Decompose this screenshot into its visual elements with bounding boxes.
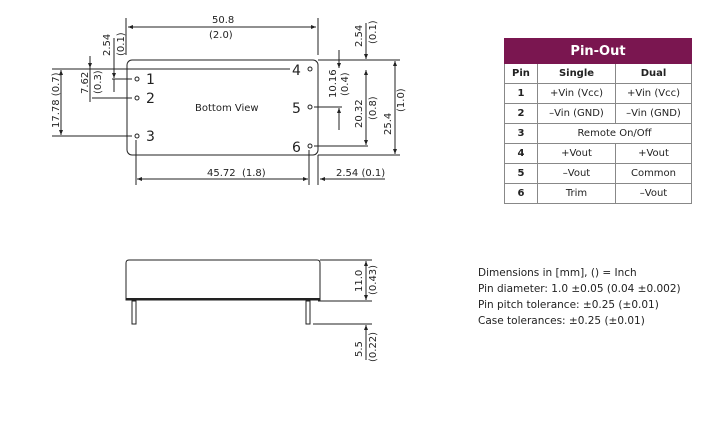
note-units: Dimensions in [mm], () = Inch — [478, 267, 637, 279]
pin-number: 5 — [504, 163, 538, 184]
pin-number: 6 — [504, 183, 538, 204]
pin-label-3: 3 — [146, 129, 155, 145]
pinout-table: Pin-Out Pin Single Dual 1+Vin (Vcc)+Vin … — [504, 38, 692, 204]
dim-pin-offset-left-in: (0.1) — [116, 32, 127, 56]
header-dual: Dual — [615, 63, 692, 84]
pin-3 — [134, 133, 140, 139]
note-pin-diameter: Pin diameter: 1.0 ±0.05 (0.04 ±0.002) — [478, 283, 681, 295]
dim-width-in: (1.0) — [396, 88, 407, 112]
dim-height-in: (0.43) — [368, 265, 379, 295]
dim-span-right-in: (0.8) — [368, 96, 379, 120]
header-single: Single — [537, 63, 616, 84]
dim-pin-offset-top-in: (0.1) — [368, 20, 379, 44]
pin-label-1: 1 — [146, 72, 155, 88]
pin-number: 2 — [504, 103, 538, 124]
pin-label-2: 2 — [146, 91, 155, 107]
table-row: 2–Vin (GND)–Vin (GND) — [504, 103, 692, 124]
dim-pin-offset-top: 2.54 — [354, 25, 365, 47]
note-case-tolerance: Case tolerances: ±0.25 (±0.01) — [478, 315, 645, 327]
pin-label-6: 6 — [292, 140, 301, 156]
dim-span-left: 17.78 (0.7) — [51, 72, 62, 128]
pin-number: 1 — [504, 83, 538, 104]
single-cell: –Vout — [537, 163, 616, 184]
dimension-notes: Dimensions in [mm], () = Inch Pin diamet… — [478, 265, 681, 329]
dim-pin-offset-left: 2.54 — [102, 34, 113, 56]
pin-1 — [134, 76, 140, 82]
dim-pin-length-in: (0.22) — [368, 332, 379, 362]
dim-length: 50.8 — [212, 15, 234, 26]
dim-pitch-4-5: 10.16 — [328, 69, 339, 98]
dim-pin-row-spacing: 45.72 (1.8) — [207, 168, 266, 179]
pin-6 — [307, 143, 313, 149]
dual-cell: +Vin (Vcc) — [615, 83, 692, 104]
dim-height: 11.0 — [354, 270, 365, 292]
pin-number: 3 — [504, 123, 538, 144]
pin-2 — [134, 95, 140, 101]
dim-span-right: 20.32 — [354, 99, 365, 128]
dim-length-in: (2.0) — [209, 30, 233, 41]
table-row: 4+Vout+Vout — [504, 143, 692, 164]
dual-cell: +Vout — [615, 143, 692, 164]
single-cell: Trim — [537, 183, 616, 204]
single-cell: +Vout — [537, 143, 616, 164]
dim-pin-offset-right: 2.54 (0.1) — [336, 168, 385, 179]
single-cell: +Vin (Vcc) — [537, 83, 616, 104]
pins — [134, 66, 313, 149]
both-cell: Remote On/Off — [537, 123, 692, 144]
pin-label-5: 5 — [292, 101, 301, 117]
pin-4 — [307, 66, 313, 72]
dim-pin-length: 5.5 — [354, 341, 365, 357]
dim-pitch-1-2-in: (0.3) — [93, 70, 104, 94]
dim-width: 25.4 — [383, 113, 394, 135]
table-row: 1+Vin (Vcc)+Vin (Vcc) — [504, 83, 692, 104]
pinout-title: Pin-Out — [504, 38, 692, 64]
dual-cell: –Vout — [615, 183, 692, 204]
side-view — [125, 259, 372, 360]
pin-number: 4 — [504, 143, 538, 164]
dim-pitch-4-5-in: (0.4) — [340, 72, 351, 96]
dimension-lines — [52, 18, 400, 185]
bottom-view-label: Bottom View — [195, 103, 259, 114]
dual-cell: Common — [615, 163, 692, 184]
pin-label-4: 4 — [292, 63, 301, 79]
header-pin: Pin — [504, 63, 538, 84]
dim-pitch-1-2: 7.62 — [80, 72, 91, 94]
dual-cell: –Vin (GND) — [615, 103, 692, 124]
pin-5 — [307, 104, 313, 110]
note-pin-pitch: Pin pitch tolerance: ±0.25 (±0.01) — [478, 299, 659, 311]
single-cell: –Vin (GND) — [537, 103, 616, 124]
